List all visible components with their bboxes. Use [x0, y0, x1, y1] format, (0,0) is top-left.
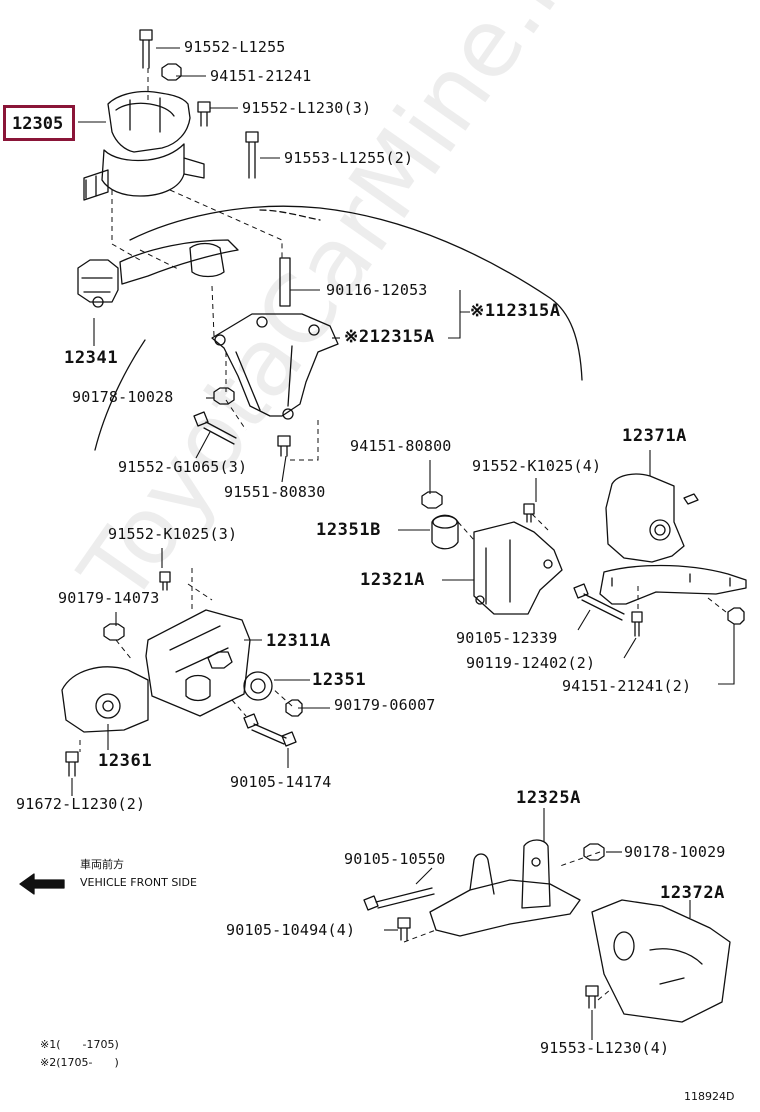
bracket-12325A	[363, 839, 605, 941]
part-label[interactable]: ※112315A	[470, 301, 561, 321]
mount-12361	[61, 623, 149, 777]
part-label[interactable]: 91552-K1025(3)	[108, 525, 238, 543]
part-label[interactable]: 91552-K1025(4)	[472, 457, 602, 475]
highlight-box	[3, 105, 75, 141]
part-label[interactable]: 91672-L1230(2)	[16, 795, 146, 813]
part-label[interactable]: 90178-10028	[72, 388, 174, 406]
part-label[interactable]: 12371A	[622, 426, 688, 446]
bushing-12351B	[421, 491, 535, 550]
bracket-12341	[77, 239, 239, 308]
engine-mount-12305	[83, 29, 259, 201]
bracket-12321A	[473, 521, 643, 637]
part-label[interactable]: 91553-L1255(2)	[284, 149, 414, 167]
part-label[interactable]: 90105-12339	[456, 629, 558, 647]
front-arrow	[19, 873, 65, 895]
part-label[interactable]: 91553-L1230(4)	[540, 1039, 670, 1057]
part-label[interactable]: 91552-L1230(3)	[242, 99, 372, 117]
part-label[interactable]: 12325A	[516, 788, 582, 808]
body-outline-left	[94, 339, 146, 451]
part-label[interactable]: 12372A	[660, 883, 726, 903]
bracket-12315A	[193, 257, 339, 457]
mount-12372A	[585, 899, 731, 1023]
part-label[interactable]: 90179-06007	[334, 696, 436, 714]
part-label[interactable]: 90116-12053	[326, 281, 428, 299]
part-label[interactable]: 12351B	[316, 520, 382, 540]
part-label[interactable]: 94151-21241(2)	[562, 677, 692, 695]
mount-12371A	[599, 473, 747, 625]
part-label[interactable]: 90105-10494(4)	[226, 921, 356, 939]
part-label[interactable]: 91551-80830	[224, 483, 326, 501]
footnote-1: ※1( -1705)	[40, 1038, 119, 1051]
part-label[interactable]: 90105-10550	[344, 850, 446, 868]
part-label[interactable]: 91552-L1255	[184, 38, 286, 56]
bracket-12311A	[145, 571, 251, 717]
vehicle-front-jp: 車両前方	[80, 858, 124, 871]
part-label[interactable]: 12321A	[360, 570, 426, 590]
part-label[interactable]: 90179-14073	[58, 589, 160, 607]
part-label[interactable]: 12361	[98, 751, 153, 771]
part-label[interactable]: 94151-80800	[350, 437, 452, 455]
bushing-12351	[243, 671, 303, 747]
part-label[interactable]: 94151-21241	[210, 67, 312, 85]
part-label[interactable]: ※212315A	[344, 327, 435, 347]
part-label[interactable]: 90178-10029	[624, 843, 726, 861]
part-label[interactable]: 12311A	[266, 631, 332, 651]
part-label[interactable]: 90119-12402(2)	[466, 654, 596, 672]
footnote-2: ※2(1705- )	[40, 1056, 119, 1069]
part-label[interactable]: 12341	[64, 348, 119, 368]
vehicle-front-en: VEHICLE FRONT SIDE	[80, 876, 197, 889]
highlighted-part-number[interactable]: 12305	[12, 114, 64, 134]
body-outline	[129, 205, 583, 381]
part-label[interactable]: 91552-G1065(3)	[118, 458, 248, 476]
part-label[interactable]: 90105-14174	[230, 773, 332, 791]
diagram-id: 118924D	[684, 1090, 735, 1103]
part-label[interactable]: 12351	[312, 670, 367, 690]
